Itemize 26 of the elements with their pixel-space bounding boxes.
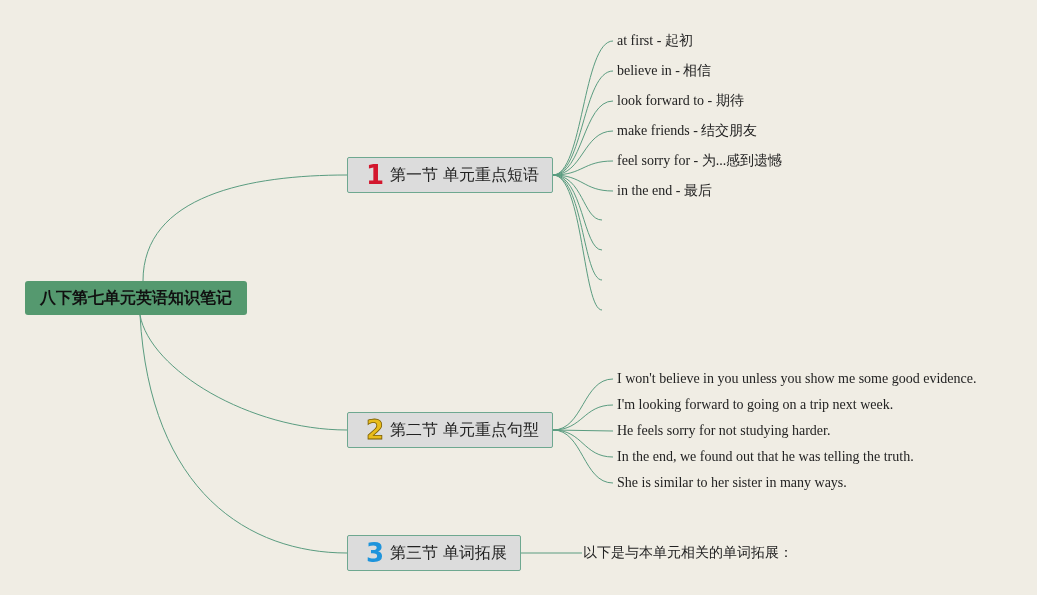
leaf-topic-text: feel sorry for - 为...感到遗憾 xyxy=(614,151,783,171)
root-topic-box: 八下第七单元英语知识笔记 xyxy=(25,281,247,315)
number-marker: 3 xyxy=(366,538,385,568)
leaf-topic-text: He feels sorry for not studying harder. xyxy=(614,421,831,441)
branch-line xyxy=(552,429,614,484)
branch-topic-box xyxy=(347,535,521,571)
number-marker: 2 xyxy=(366,415,385,445)
branch-title: 第三节 单词拓展 xyxy=(390,542,508,564)
leaf-topic-text: look forward to - 期待 xyxy=(614,91,744,111)
branch-line xyxy=(142,174,348,282)
branch-line xyxy=(139,314,348,554)
leaf-topic-text: 以下是与本单元相关的单词拓展： xyxy=(583,543,793,563)
leaf-topic-text: make friends - 结交朋友 xyxy=(614,121,758,141)
branch-topic-box xyxy=(347,157,553,193)
branch-line xyxy=(520,552,583,554)
leaf-topic-text: In the end, we found out that he was telling the truth. xyxy=(614,447,914,467)
leaf-topic-text: believe in - 相信 xyxy=(614,61,712,81)
number-marker: 1 xyxy=(366,160,385,190)
leaf-topic-text: She is similar to her sister in many ways. xyxy=(614,473,847,493)
leaf-topic-text: at first - 起初 xyxy=(614,31,693,51)
leaf-topic-text: in the end - 最后 xyxy=(614,181,712,201)
branch-title: 第一节 单元重点短语 xyxy=(390,164,540,186)
branch-topic-box xyxy=(347,412,553,448)
branch-title: 第二节 单元重点句型 xyxy=(390,419,540,441)
leaf-topic-text: I'm looking forward to going on a trip next week. xyxy=(614,395,894,415)
leaf-topic-text: I won't believe in you unless you show me some good evidence. xyxy=(614,369,977,389)
